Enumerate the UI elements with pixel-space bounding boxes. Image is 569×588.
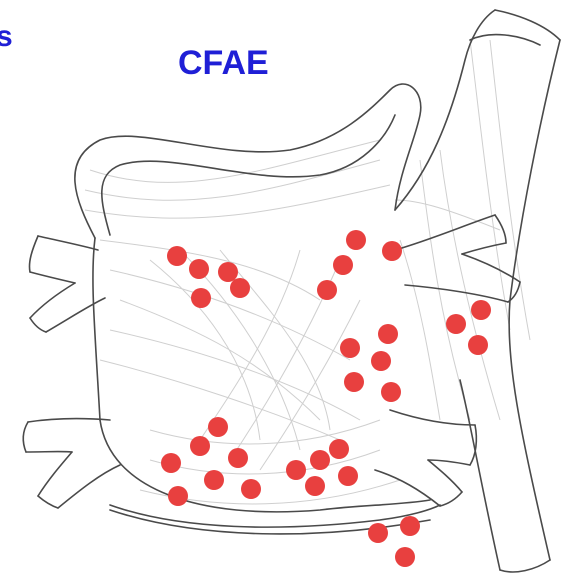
cfae-site-marker (471, 300, 491, 320)
cfae-site-marker (286, 460, 306, 480)
cfae-site-marker (382, 241, 402, 261)
cfae-site-marker (371, 351, 391, 371)
cfae-site-marker (310, 450, 330, 470)
cfae-sites (161, 230, 491, 567)
cfae-site-marker (228, 448, 248, 468)
cfae-site-marker (368, 523, 388, 543)
cfae-site-marker (381, 382, 401, 402)
cfae-site-marker (346, 230, 366, 250)
cfae-site-marker (208, 417, 228, 437)
cfae-site-marker (218, 262, 238, 282)
atrium-outline (23, 10, 560, 572)
cfae-site-marker (395, 547, 415, 567)
cfae-site-marker (305, 476, 325, 496)
fiber-texture (85, 40, 530, 504)
cfae-site-marker (468, 335, 488, 355)
cfae-site-marker (338, 466, 358, 486)
cfae-site-marker (378, 324, 398, 344)
cfae-site-marker (344, 372, 364, 392)
cfae-site-marker (161, 453, 181, 473)
cfae-site-marker (329, 439, 349, 459)
cfae-site-marker (204, 470, 224, 490)
cfae-site-marker (446, 314, 466, 334)
cfae-site-marker (400, 516, 420, 536)
cfae-site-marker (230, 278, 250, 298)
cfae-site-marker (167, 246, 187, 266)
cfae-site-marker (333, 255, 353, 275)
cfae-site-marker (190, 436, 210, 456)
cfae-site-marker (189, 259, 209, 279)
cfae-site-marker (241, 479, 261, 499)
cfae-site-marker (317, 280, 337, 300)
cfae-site-marker (168, 486, 188, 506)
cfae-site-marker (340, 338, 360, 358)
cfae-site-marker (191, 288, 211, 308)
